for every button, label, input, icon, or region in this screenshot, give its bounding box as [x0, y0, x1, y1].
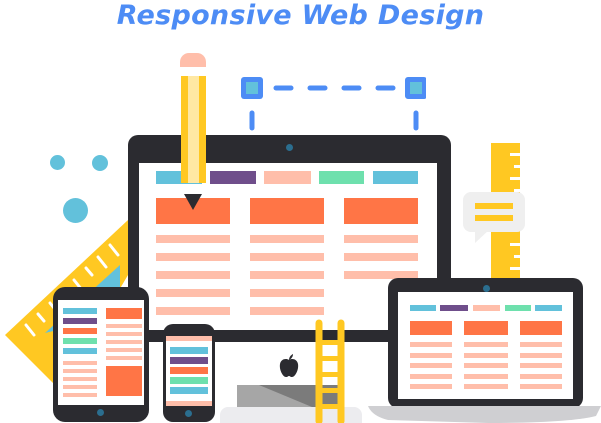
laptop-screen — [398, 292, 573, 399]
page-title: Responsive Web Design — [116, 0, 485, 31]
home-button-icon — [185, 410, 192, 417]
monitor-screen — [139, 163, 437, 335]
laptop — [388, 278, 583, 408]
smartphone — [163, 324, 215, 422]
camera-icon — [483, 285, 490, 292]
pencil-eraser-icon — [180, 53, 206, 67]
laptop-base — [368, 406, 601, 423]
stand-base — [220, 407, 362, 423]
selection-frame-icon — [241, 77, 426, 131]
camera-icon — [286, 144, 293, 151]
dot-icon — [63, 198, 88, 223]
tablet-screen — [58, 300, 144, 405]
desktop-monitor — [128, 135, 451, 335]
tablet — [53, 287, 149, 422]
dot-icon — [50, 155, 65, 170]
pencil-icon — [181, 76, 206, 183]
pencil-tip-icon — [184, 194, 202, 210]
speech-bubble-icon — [463, 192, 525, 243]
home-button-icon — [97, 409, 104, 416]
ladder-icon — [315, 319, 345, 423]
apple-logo-icon — [279, 354, 299, 377]
dot-icon — [92, 155, 108, 171]
phone-screen — [166, 336, 212, 406]
